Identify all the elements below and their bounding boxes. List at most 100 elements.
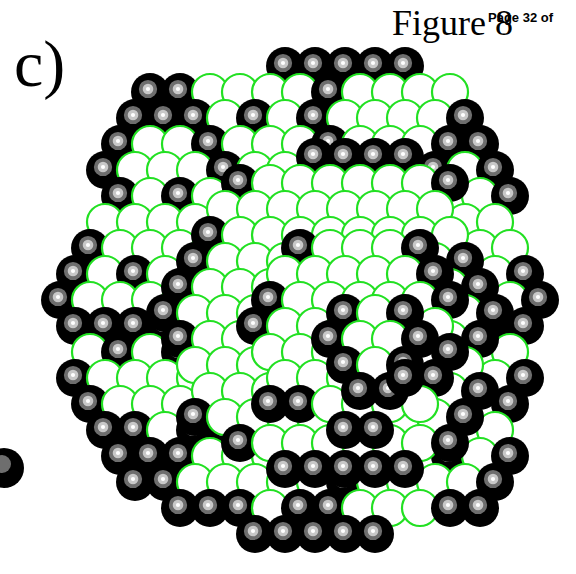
dark-atom-shade xyxy=(413,331,424,342)
dark-atom-highlight xyxy=(476,503,480,507)
dark-atom-shade xyxy=(199,223,217,241)
dark-atom-shade xyxy=(473,136,484,147)
dark-atom-highlight xyxy=(161,477,165,481)
dark-atom-shade xyxy=(113,344,124,355)
dark-atom-shade xyxy=(368,422,379,433)
dark-atom-shade xyxy=(338,357,349,368)
dark-atom-shade xyxy=(169,80,187,98)
dark-atom-highlight xyxy=(251,529,255,533)
dark-atom-shade xyxy=(308,58,319,69)
dark-atom-shade xyxy=(518,370,529,381)
dark-atom-shade xyxy=(128,110,139,121)
dark-atom xyxy=(386,450,424,488)
dark-atom-highlight xyxy=(506,399,510,403)
dark-atom-shade xyxy=(124,106,142,124)
dark-atom-highlight xyxy=(116,451,120,455)
dark-atom-highlight xyxy=(341,464,345,468)
dark-atom-shade xyxy=(443,500,454,511)
dark-atom-shade xyxy=(199,496,217,514)
dark-atom-shade xyxy=(334,418,352,436)
dark-atom xyxy=(461,489,499,527)
dark-atom-shade xyxy=(64,314,82,332)
dark-atom-highlight xyxy=(416,243,420,247)
dark-atom-shade xyxy=(518,318,529,329)
dark-atom-highlight xyxy=(506,191,510,195)
dark-atom-shade xyxy=(484,301,502,319)
dark-atom-highlight xyxy=(296,399,300,403)
dark-atom-shade xyxy=(94,158,112,176)
dark-atom-highlight xyxy=(401,152,405,156)
dark-atom xyxy=(386,359,424,397)
dark-atom-highlight xyxy=(311,529,315,533)
dark-atom-shade xyxy=(229,431,247,449)
dark-atom-highlight xyxy=(401,308,405,312)
dark-atom-shade xyxy=(394,54,412,72)
dark-atom-body xyxy=(431,424,469,462)
dark-atom xyxy=(356,411,394,449)
dark-atom-shade xyxy=(199,132,217,150)
dark-atom-shade xyxy=(248,110,259,121)
dark-atom xyxy=(386,359,424,397)
dark-atom-shade xyxy=(308,149,319,160)
dark-atom-shade xyxy=(304,522,322,540)
dark-atom-shade xyxy=(308,461,319,472)
dark-atom-shade xyxy=(454,249,472,267)
dark-atom-shade xyxy=(398,58,409,69)
dark-atom-highlight xyxy=(401,61,405,65)
dark-atom-highlight xyxy=(116,139,120,143)
dark-atom-shade xyxy=(98,422,109,433)
dark-atom-shade xyxy=(349,379,367,397)
dark-atom-highlight xyxy=(371,152,375,156)
dark-atom-highlight xyxy=(191,113,195,117)
dark-atom-shade xyxy=(394,457,412,475)
dark-atom-highlight xyxy=(341,529,345,533)
dark-atom-body xyxy=(386,359,424,397)
dark-atom-shade xyxy=(503,188,514,199)
dark-atom-highlight xyxy=(431,269,435,273)
dark-atom-shade xyxy=(259,392,277,410)
dark-atom-body xyxy=(461,489,499,527)
neighbour-figure-fragment xyxy=(0,448,24,488)
dark-atom-highlight xyxy=(131,113,135,117)
dark-atom-shade xyxy=(439,340,457,358)
dark-atom-highlight xyxy=(416,334,420,338)
dark-atom-shade xyxy=(169,496,187,514)
dark-atom-shade xyxy=(94,418,112,436)
dark-atom-shade xyxy=(113,448,124,459)
dark-atom-shade xyxy=(128,474,139,485)
dark-atom-highlight xyxy=(536,295,540,299)
dark-atom-shade xyxy=(334,145,352,163)
dark-atom-shade xyxy=(289,392,307,410)
dark-atom-highlight xyxy=(326,503,330,507)
dark-atom-shade xyxy=(394,366,412,384)
dark-atom-highlight xyxy=(461,256,465,260)
dark-atom-shade xyxy=(319,80,337,98)
dark-atom-shade xyxy=(98,318,109,329)
dark-atom-shade xyxy=(514,314,532,332)
dark-atom-shade xyxy=(503,396,514,407)
dark-atom-highlight xyxy=(176,191,180,195)
dark-atom-shade xyxy=(469,275,487,293)
dark-atom-highlight xyxy=(446,139,450,143)
dark-atom-shade xyxy=(188,110,199,121)
dark-atom-highlight xyxy=(101,321,105,325)
dark-atom-shade xyxy=(424,366,442,384)
dark-atom-shade xyxy=(154,106,172,124)
dark-atom-shade xyxy=(443,175,454,186)
dark-atom-highlight xyxy=(371,529,375,533)
dark-atom-shade xyxy=(154,470,172,488)
dark-atom-highlight xyxy=(236,438,240,442)
dark-atom-shade xyxy=(533,292,544,303)
dark-atom-highlight xyxy=(281,61,285,65)
dark-atom-shade xyxy=(124,418,142,436)
dark-atom-highlight xyxy=(176,503,180,507)
dark-atom-shade xyxy=(443,435,454,446)
dark-atom-shade xyxy=(79,392,97,410)
dark-atom-highlight xyxy=(281,529,285,533)
dark-atom-shade xyxy=(443,292,454,303)
dark-atom-shade xyxy=(289,236,307,254)
atom-spheres xyxy=(41,47,559,553)
dark-atom-shade xyxy=(233,500,244,511)
